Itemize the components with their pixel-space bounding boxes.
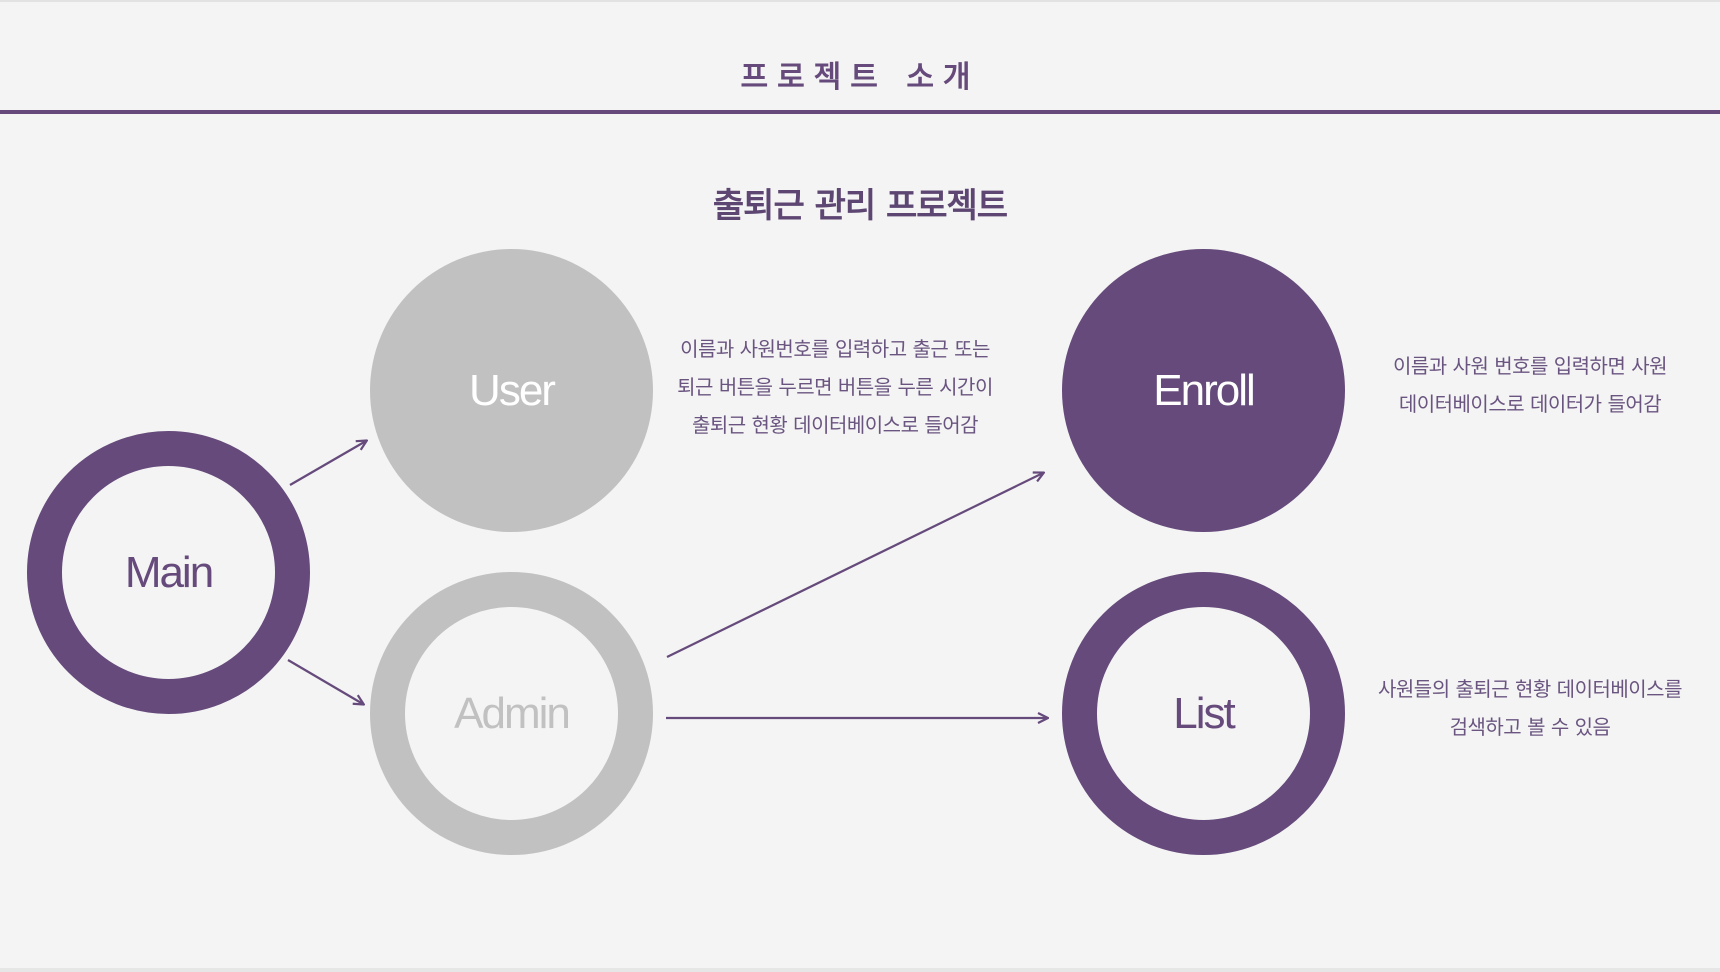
node-main: Main	[27, 431, 310, 714]
enroll-description-line: 이름과 사원 번호를 입력하면 사원	[1392, 354, 1668, 378]
user-description-line: 이름과 사원번호를 입력하고 출근 또는	[680, 337, 990, 361]
page-title: 프로젝트 소개	[740, 60, 980, 95]
bottom-rule	[0, 968, 1720, 972]
node-list: List	[1062, 572, 1345, 855]
list-description-line: 검색하고 볼 수 있음	[1449, 715, 1611, 739]
node-main-label: Main	[124, 547, 214, 597]
arrow-main-to-admin	[287, 659, 363, 704]
user-description: 이름과 사원번호를 입력하고 출근 또는 퇴근 버튼을 누르면 버튼을 누른 시…	[660, 330, 1010, 444]
enroll-description: 이름과 사원 번호를 입력하면 사원 데이터베이스로 데이터가 들어감	[1360, 347, 1700, 423]
node-list-label: List	[1173, 688, 1236, 738]
node-enroll-label: Enroll	[1153, 365, 1255, 415]
node-admin-label: Admin	[454, 688, 571, 738]
list-description-line: 사원들의 출퇴근 현황 데이터베이스를	[1378, 677, 1682, 701]
user-description-line: 퇴근 버튼을 누르면 버튼을 누른 시간이	[677, 375, 993, 399]
node-admin: Admin	[370, 572, 653, 855]
list-description: 사원들의 출퇴근 현황 데이터베이스를 검색하고 볼 수 있음	[1360, 670, 1700, 746]
top-rule	[0, 0, 1720, 2]
arrow-main-to-user	[289, 441, 366, 486]
header-divider	[0, 110, 1720, 114]
node-user: User	[370, 249, 653, 532]
enroll-description-line: 데이터베이스로 데이터가 들어감	[1398, 392, 1662, 416]
diagram-subtitle: 출퇴근 관리 프로젝트	[712, 186, 1008, 226]
arrow-admin-to-enroll	[666, 473, 1043, 658]
node-enroll: Enroll	[1062, 249, 1345, 532]
node-user-label: User	[469, 365, 556, 415]
user-description-line: 출퇴근 현황 데이터베이스로 들어감	[691, 413, 979, 437]
